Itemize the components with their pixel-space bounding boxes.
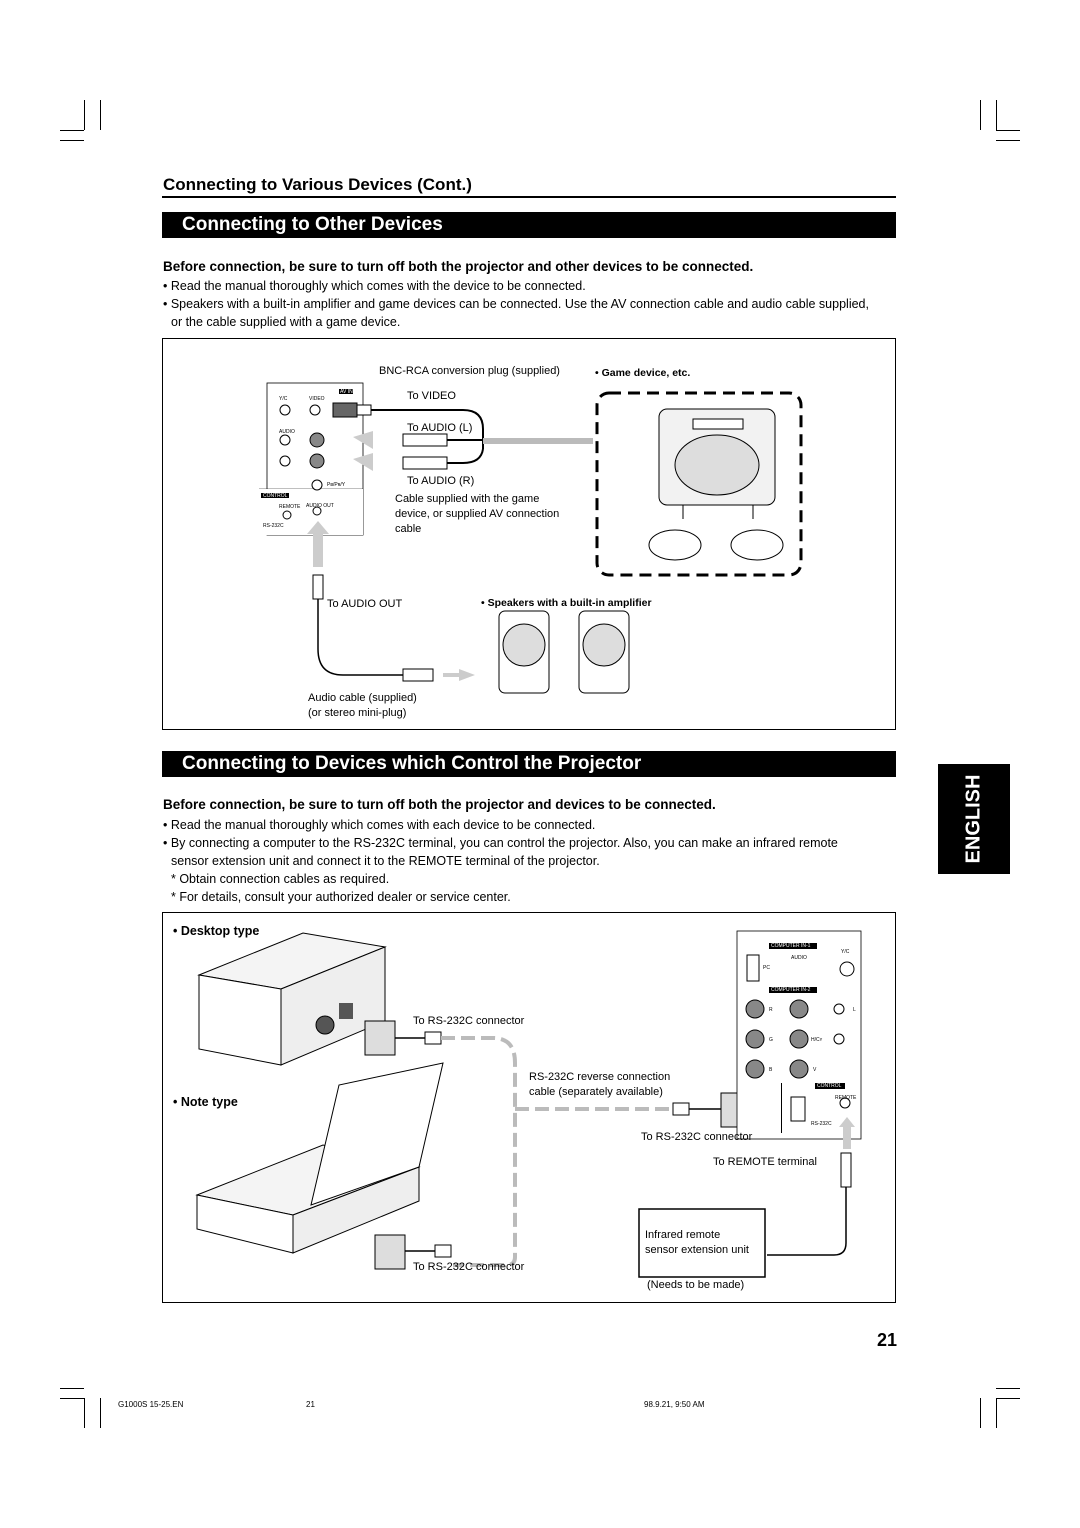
connection-illustration xyxy=(195,930,862,1278)
section-title: Connecting to Various Devices (Cont.) xyxy=(163,175,472,194)
crop-mark xyxy=(980,1398,981,1428)
remote-terminal-label: To REMOTE terminal xyxy=(713,1156,817,1168)
to-audio-out-label: To AUDIO OUT xyxy=(327,598,403,610)
language-tab: ENGLISH xyxy=(938,764,1010,874)
lead-text: Before connection, be sure to turn off b… xyxy=(163,797,716,812)
desktop-type-label: • Desktop type xyxy=(173,924,260,938)
note-type-label: • Note type xyxy=(173,1095,238,1109)
connection-illustration xyxy=(259,382,803,694)
panel-label: RS-232C xyxy=(811,1121,832,1127)
panel-label: L xyxy=(853,1007,856,1013)
crop-mark xyxy=(996,130,1020,131)
crop-mark xyxy=(60,140,84,141)
note-text: * Obtain connection cables as required. xyxy=(171,872,390,886)
panel-label: AUDIO xyxy=(279,429,295,435)
footer-file: G1000S 15-25.EN xyxy=(118,1400,184,1409)
rs232c-connector-label: To RS-232C connector xyxy=(413,1261,525,1273)
crop-mark xyxy=(996,1398,1020,1399)
cable-note-line: Cable supplied with the game xyxy=(395,493,540,505)
to-audio-r-label: To AUDIO (R) xyxy=(407,475,475,487)
crop-mark xyxy=(60,1398,84,1399)
crop-mark xyxy=(996,1398,997,1428)
to-video-label: To VIDEO xyxy=(407,390,456,402)
panel-label: G xyxy=(769,1037,773,1043)
rs232c-connector-label: To RS-232C connector xyxy=(413,1015,525,1027)
panel-label: REMOTE xyxy=(279,504,301,510)
note-text: * For details, consult your authorized d… xyxy=(171,890,511,904)
panel-label: Y/C xyxy=(841,949,850,955)
panel-label: AUDIO OUT xyxy=(306,503,334,509)
panel-label: B xyxy=(769,1067,773,1073)
language-tab-label: ENGLISH xyxy=(962,774,985,864)
panel-label: COMPUTER IN-1 xyxy=(771,943,811,949)
reverse-cable-label: RS-232C reverse connection xyxy=(529,1071,671,1083)
diagram-control-devices: • Desktop type • Note type To RS-232C co… xyxy=(162,912,896,1303)
panel-label: V xyxy=(813,1067,817,1073)
game-device-label: • Game device, etc. xyxy=(595,367,691,379)
lead-text: Before connection, be sure to turn off b… xyxy=(163,259,754,274)
panel-label: Pʙ/Pʀ/Y xyxy=(327,482,346,488)
crop-mark xyxy=(84,1398,85,1428)
panel-label: H/Cʏ xyxy=(811,1037,823,1043)
panel-label: CONTROL xyxy=(263,493,288,499)
speakers-label: • Speakers with a built-in amplifier xyxy=(481,597,652,609)
ir-unit-label: Infrared remote xyxy=(645,1229,721,1241)
page-number: 21 xyxy=(877,1330,898,1350)
bullet-text: • Read the manual thoroughly which comes… xyxy=(163,818,596,832)
bullet-text: • Read the manual thoroughly which comes… xyxy=(163,279,586,293)
bullet-text: or the cable supplied with a game device… xyxy=(171,315,401,329)
heading-control-devices: Connecting to Devices which Control the … xyxy=(162,751,896,777)
rs232c-connector-label: To RS-232C connector xyxy=(641,1131,753,1143)
crop-mark xyxy=(980,100,981,130)
ir-unit-label: sensor extension unit xyxy=(645,1244,749,1256)
panel-label: Y/C xyxy=(279,396,288,402)
section-rule xyxy=(162,196,896,198)
bnc-plug-label: BNC-RCA conversion plug (supplied) xyxy=(379,365,560,377)
crop-mark xyxy=(100,1398,101,1428)
panel-label: COMPUTER IN-2 xyxy=(771,987,811,993)
audio-cable-label: (or stereo mini-plug) xyxy=(308,707,407,719)
crop-mark xyxy=(100,100,101,130)
cable-note-line: cable xyxy=(395,523,422,535)
panel-label: AV IN xyxy=(340,389,353,395)
to-audio-l-label: To AUDIO (L) xyxy=(407,422,473,434)
bullet-text: sensor extension unit and connect it to … xyxy=(171,854,600,868)
panel-label: CONTROL xyxy=(817,1083,842,1089)
panel-label: PC xyxy=(763,965,770,971)
panel-label: RS-232C xyxy=(263,523,284,529)
cable-note-line: device, or supplied AV connection xyxy=(395,508,560,520)
footer-date: 98.9.21, 9:50 AM xyxy=(644,1400,705,1409)
panel-label: REMOTE xyxy=(835,1095,857,1101)
crop-mark xyxy=(60,1388,84,1389)
footer-page: 21 xyxy=(306,1400,315,1409)
needs-made-label: (Needs to be made) xyxy=(647,1279,745,1291)
bullet-text: • By connecting a computer to the RS-232… xyxy=(163,836,838,850)
panel-label: R xyxy=(769,1007,773,1013)
audio-cable-label: Audio cable (supplied) xyxy=(308,692,417,704)
diagram-other-devices: BNC-RCA conversion plug (supplied) • Gam… xyxy=(162,338,896,730)
crop-mark xyxy=(996,1388,1020,1389)
panel-label: AUDIO xyxy=(791,955,807,961)
bullet-text: • Speakers with a built-in amplifier and… xyxy=(163,297,869,311)
crop-mark xyxy=(996,140,1020,141)
reverse-cable-label: cable (separately available) xyxy=(529,1086,663,1098)
crop-mark xyxy=(60,130,84,131)
panel-label: VIDEO xyxy=(309,396,325,402)
crop-mark xyxy=(84,100,85,130)
crop-mark xyxy=(996,100,997,130)
heading-other-devices: Connecting to Other Devices xyxy=(162,212,896,238)
